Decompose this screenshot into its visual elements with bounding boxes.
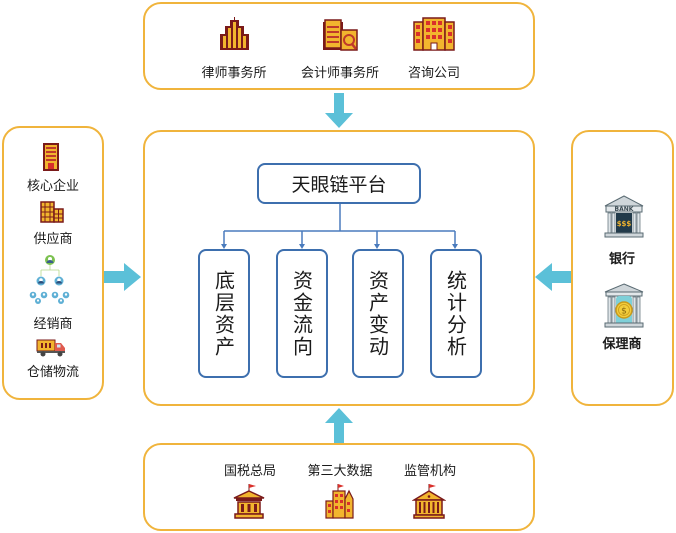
module-node: 统计分析	[430, 249, 482, 378]
platform-node: 天眼链平台	[257, 163, 421, 204]
regulator-building-icon	[412, 484, 446, 519]
bottom-item-label: 国税总局	[223, 464, 276, 479]
top-item-label: 咨询公司	[407, 66, 460, 81]
bottom-item-label: 监管机构	[403, 464, 456, 479]
module-label: 底层资产	[211, 269, 236, 358]
top-item-label: 会计师事务所	[300, 66, 379, 81]
module-label: 统计分析	[443, 269, 468, 358]
module-node: 资金流向	[276, 249, 328, 378]
city-buildings-icon	[325, 484, 354, 519]
bottom-item-label: 第三大数据	[307, 464, 373, 479]
government-building-icon	[233, 484, 265, 519]
audit-building-icon	[323, 19, 358, 51]
left-item-label: 仓储物流	[26, 365, 79, 380]
coin-icon-text: $	[621, 307, 627, 317]
arrow-left-icon	[535, 263, 571, 291]
arrow-right-icon	[104, 263, 141, 291]
left-item-label: 经销商	[33, 317, 73, 332]
left-item-label: 供应商	[33, 232, 73, 247]
right-item-label: 银行	[608, 252, 635, 267]
module-label: 资产变动	[365, 269, 390, 358]
module-node: 底层资产	[198, 249, 250, 378]
arrow-down-icon	[325, 93, 353, 128]
connector-lines	[221, 204, 458, 249]
module-node: 资产变动	[352, 249, 404, 378]
module-label: 资金流向	[289, 269, 314, 358]
left-item-label: 核心企业	[26, 179, 79, 194]
skyscraper-icon	[220, 17, 249, 50]
right-item-label: 保理商	[602, 337, 642, 352]
bank-icon: BANK $$$	[604, 195, 644, 238]
bank-icon-text: BANK	[615, 206, 634, 213]
arrow-up-icon	[325, 408, 353, 443]
office-building-icon	[413, 17, 455, 51]
org-tree-people-icon	[29, 255, 70, 304]
tower-building-icon	[43, 143, 59, 171]
factory-building-icon	[40, 201, 64, 223]
right-panel	[571, 130, 674, 406]
top-item-label: 律师事务所	[201, 66, 267, 81]
coin-bank-icon: $	[604, 283, 644, 328]
platform-title: 天眼链平台	[291, 174, 387, 196]
bank-icon-sub: $$$	[617, 220, 632, 228]
truck-icon	[36, 339, 65, 357]
